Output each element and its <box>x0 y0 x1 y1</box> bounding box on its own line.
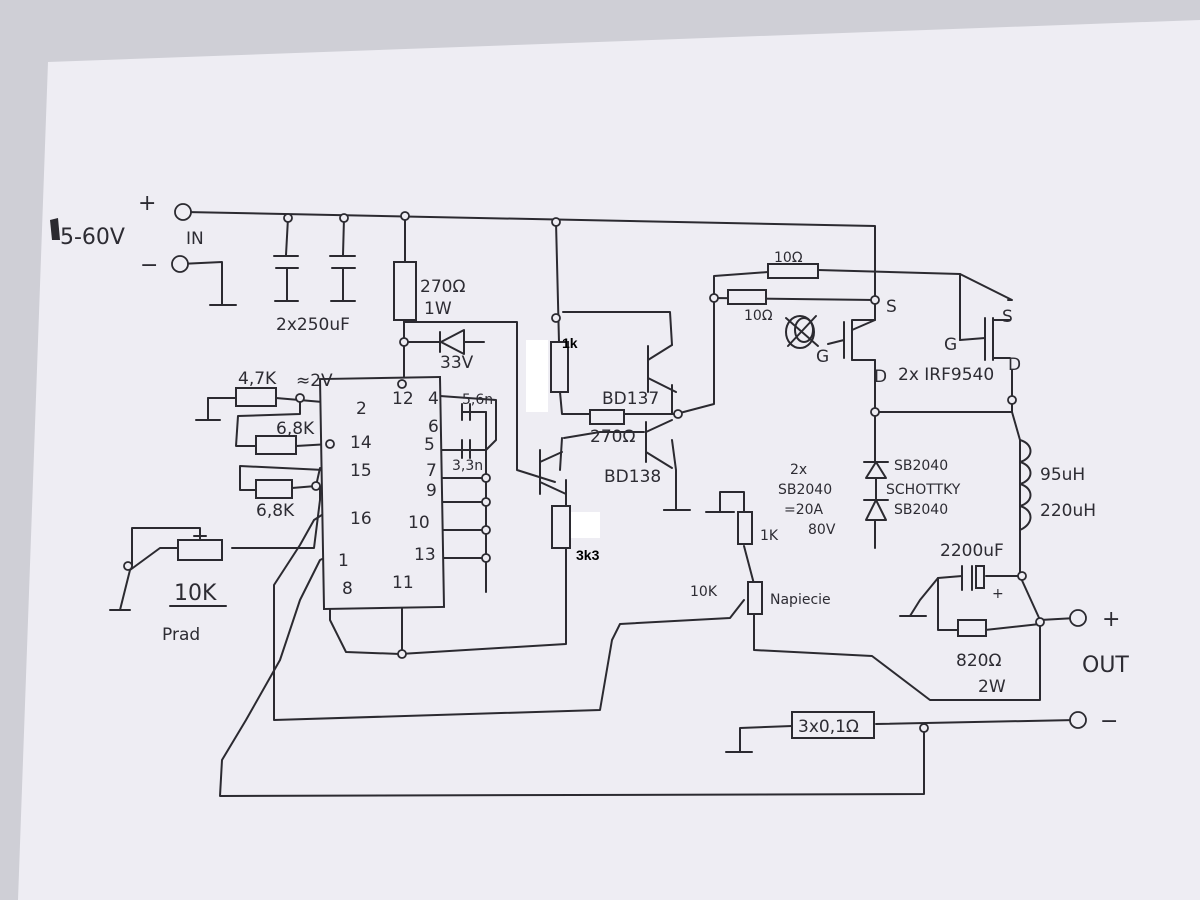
correction-mark-1 <box>526 340 548 412</box>
resistor-10-ohm-mid <box>727 289 767 305</box>
diode-bottom-label: SB2040 <box>894 502 948 518</box>
terminals <box>171 203 1087 729</box>
resistor-1k-sense-label: 1K <box>760 528 779 544</box>
correction-mark-2 <box>570 512 600 538</box>
mosfet-g-right: G <box>944 335 957 355</box>
mosfet-part-label: 2x IRF9540 <box>898 365 994 385</box>
schottky-diodes <box>863 461 889 521</box>
resistor-1k-sense <box>737 511 753 545</box>
pot-10k-label: 10K <box>174 581 217 606</box>
output-label: OUT <box>1082 653 1129 678</box>
ic-pin-14: 14 <box>350 433 372 453</box>
resistor-6k8-b <box>255 479 293 499</box>
bd138-label: BD138 <box>604 467 661 487</box>
mosfet-right <box>984 317 1011 361</box>
resistor-270-ohm <box>393 261 417 321</box>
capacitor-3n3 <box>461 439 487 459</box>
ic-pin-9: 9 <box>426 481 437 501</box>
resistor-10-mid-label: 10Ω <box>744 308 773 324</box>
diode-note-part: SB2040 <box>778 482 832 498</box>
ic-pin-7: 7 <box>426 461 437 481</box>
ic-pin-1: 1 <box>338 551 349 571</box>
ic-pin-5: 5 <box>424 435 435 455</box>
transistor-bd138 <box>645 419 673 469</box>
pot-caption-prad: Prad <box>162 625 200 645</box>
ic-pin-4: 4 <box>428 389 439 409</box>
cap-2200-plus: + <box>992 586 1004 602</box>
resistor-10-top-label: 10Ω <box>774 250 803 266</box>
bd137-label: BD137 <box>602 389 659 409</box>
resistor-270-power: 1W <box>424 299 452 319</box>
ic-pin-2: 2 <box>356 399 367 419</box>
resistor-6k8-b-label: 6,8K <box>256 501 295 521</box>
capacitor-2200uf <box>961 565 985 591</box>
shunt-label: 3x0,1Ω <box>798 717 859 737</box>
cap-2200-label: 2200uF <box>940 541 1004 561</box>
inductor-value-1: 95uH <box>1040 465 1085 485</box>
ic-pin-15: 15 <box>350 461 372 481</box>
resistor-1k <box>550 341 569 393</box>
transistor-bd137 <box>647 344 677 393</box>
cap-3n3-label: 3,3n <box>452 458 483 474</box>
ic-chip <box>318 375 446 611</box>
typed-1k-label: 1k <box>562 335 578 351</box>
potentiometer-10k <box>177 529 223 561</box>
diode-top-label: SB2040 <box>894 458 948 474</box>
supply-plus-label: + <box>138 191 156 216</box>
crossed-out-scribble <box>785 315 819 349</box>
ic-pin-10: 10 <box>408 513 430 533</box>
resistor-6k8-a-label: 6,8K <box>276 419 315 439</box>
output-plus-label: + <box>1102 607 1120 632</box>
resistor-270-base-label: 270Ω <box>590 427 635 447</box>
ink-mark <box>50 218 60 240</box>
ic-pin-16: 16 <box>350 509 372 529</box>
junction-dots <box>123 211 1045 733</box>
ic-pin-8: 8 <box>342 579 353 599</box>
resistor-3k3 <box>551 505 571 549</box>
mosfet-s-left: S <box>886 297 897 317</box>
supply-in-label: IN <box>186 229 204 249</box>
supply-minus-label: − <box>140 253 158 278</box>
transistor-driver <box>539 449 567 495</box>
mosfet-d-right: D <box>1008 355 1021 375</box>
resistor-820-label: 820Ω <box>956 651 1001 671</box>
capacitor-5n6 <box>461 403 487 421</box>
pot-10k-voltage-label: 10K <box>690 584 718 600</box>
typed-3k3-label: 3k3 <box>576 547 600 563</box>
diode-note-count: 2x <box>790 462 807 478</box>
resistor-4k7 <box>235 387 277 407</box>
resistor-4k7-label: 4,7K <box>238 369 277 389</box>
supply-voltage-label: 5-60V <box>60 225 125 250</box>
diode-note-rating: =20A <box>784 502 824 518</box>
output-minus-label: − <box>1100 709 1118 734</box>
resistor-820-power-label: 2W <box>978 677 1006 697</box>
napiecie-label: Napiecie <box>770 592 831 608</box>
ic-pin-13: 13 <box>414 545 436 565</box>
diode-type-label: SCHOTTKY <box>886 482 961 498</box>
resistor-270-value: 270Ω <box>420 277 465 297</box>
resistor-6k8-a <box>255 435 297 455</box>
resistor-10-ohm-top <box>767 263 819 279</box>
mosfet-s-right: S <box>1002 307 1013 327</box>
shunt-resistor <box>791 711 875 739</box>
diode-note-voltage: 80V <box>808 522 836 538</box>
resistor-270-ohm-base <box>589 409 625 425</box>
mosfet-d-left: D <box>874 367 887 387</box>
zener-diode-33v <box>439 329 465 355</box>
mosfet-left <box>827 319 876 361</box>
mosfet-g-left: G <box>816 347 829 367</box>
zener-value: 33V <box>440 353 474 373</box>
ground-symbols <box>109 397 927 753</box>
ic-pin-6: 6 <box>428 417 439 437</box>
potentiometer-voltage <box>747 581 763 615</box>
resistor-820-ohm <box>957 619 987 637</box>
approx-2v-label: ≈2V <box>296 371 333 391</box>
cap-5n6-label: 5,6n <box>462 392 493 408</box>
ic-pin-12: 12 <box>392 389 414 409</box>
inductor <box>1019 439 1032 531</box>
input-caps-label: 2x250uF <box>276 315 350 335</box>
ic-pin-11: 11 <box>392 573 414 593</box>
inductor-value-2: 220uH <box>1040 501 1096 521</box>
